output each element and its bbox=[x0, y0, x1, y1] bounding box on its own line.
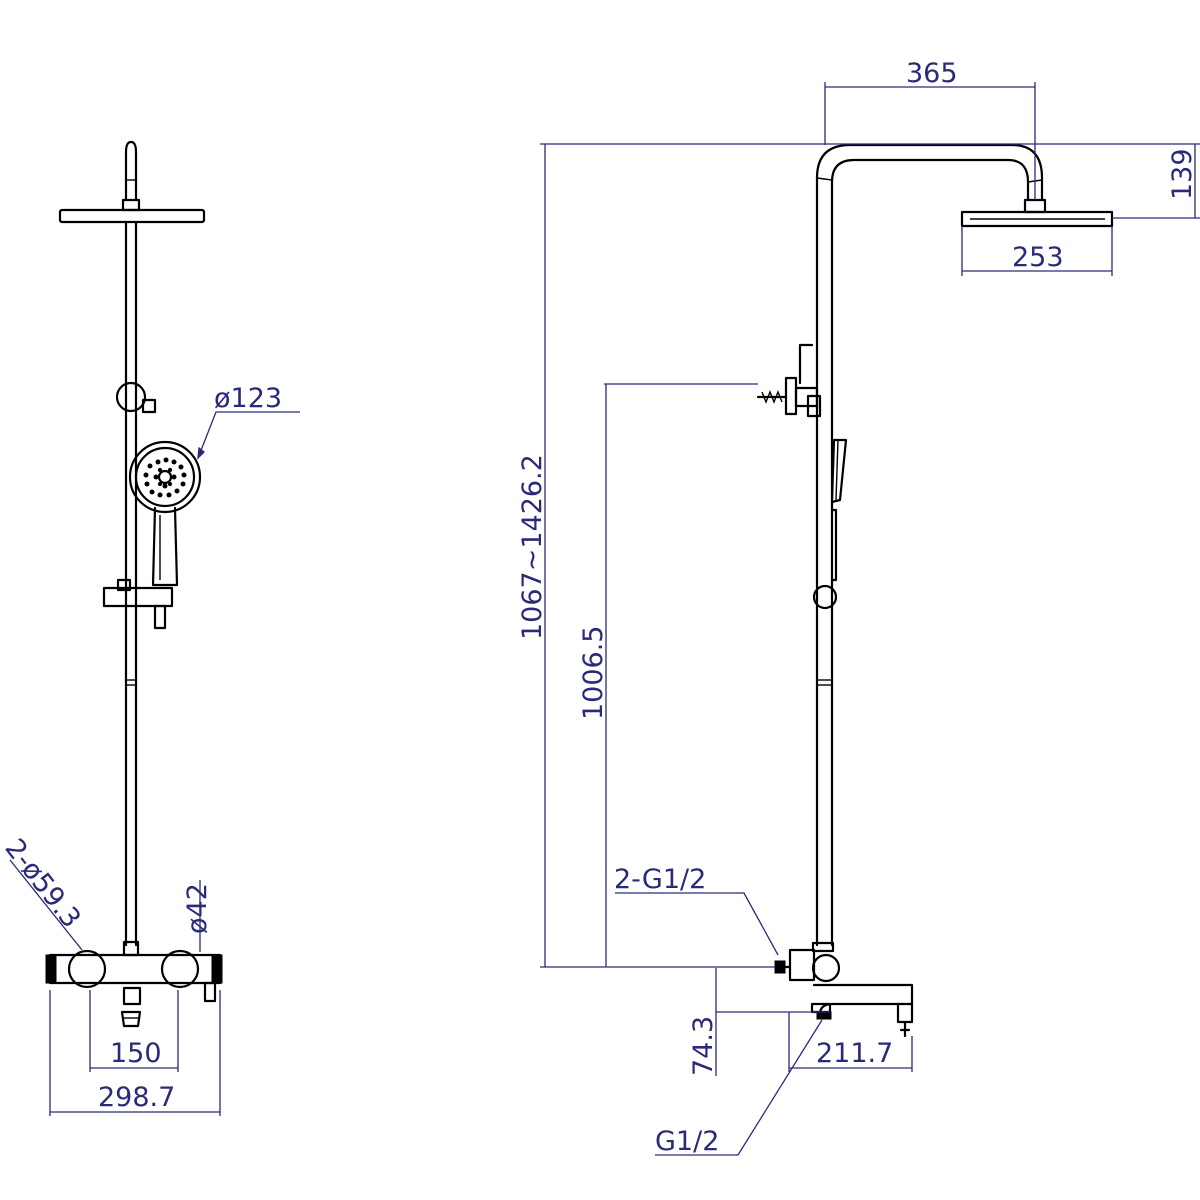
front-outlet bbox=[120, 1010, 142, 1028]
label-inlet-spacing: 150 bbox=[110, 1038, 162, 1069]
side-wall-bracket-hook bbox=[798, 343, 814, 385]
front-hand-shower-handle bbox=[151, 506, 179, 587]
label-valve-holes: 2-ø59.3 bbox=[0, 833, 87, 934]
label-arm-reach: 365 bbox=[906, 58, 958, 89]
label-bracket-height: 1006.5 bbox=[578, 626, 609, 720]
front-riser-top bbox=[124, 140, 138, 202]
front-slider bbox=[102, 586, 174, 608]
side-riser-arm bbox=[815, 143, 1044, 947]
front-rain-head bbox=[58, 208, 206, 224]
label-head-height: 139 bbox=[1167, 148, 1198, 200]
front-hand-shower-nozzles bbox=[143, 457, 187, 498]
label-spout-offset: 74.3 bbox=[688, 1016, 719, 1076]
side-view bbox=[756, 143, 1114, 1038]
label-hand-shower-dia: ø123 bbox=[214, 383, 282, 414]
front-view bbox=[45, 140, 223, 1028]
label-knob-dia: ø42 bbox=[182, 883, 213, 934]
label-spout-length: 211.7 bbox=[816, 1038, 893, 1069]
front-knob-right bbox=[160, 949, 200, 989]
label-total-height: 1067~1426.2 bbox=[517, 454, 548, 640]
label-inlets: 2-G1/2 bbox=[614, 864, 706, 895]
side-dimensions: 365 139 253 1067~1426.2 1006.5 2-G1/2 74… bbox=[517, 58, 1200, 1157]
front-hand-shower-head bbox=[128, 440, 202, 514]
label-outlet: G1/2 bbox=[655, 1126, 719, 1157]
side-hand-shower bbox=[830, 438, 848, 504]
side-valve-knob bbox=[811, 953, 841, 983]
label-head-width: 253 bbox=[1012, 242, 1064, 273]
front-wall-bracket bbox=[115, 381, 147, 413]
side-valve-body bbox=[788, 948, 816, 982]
front-knob-left bbox=[67, 949, 107, 989]
side-slider-knob bbox=[812, 584, 838, 610]
label-total-width: 298.7 bbox=[98, 1082, 175, 1113]
side-rain-head bbox=[960, 210, 1114, 228]
